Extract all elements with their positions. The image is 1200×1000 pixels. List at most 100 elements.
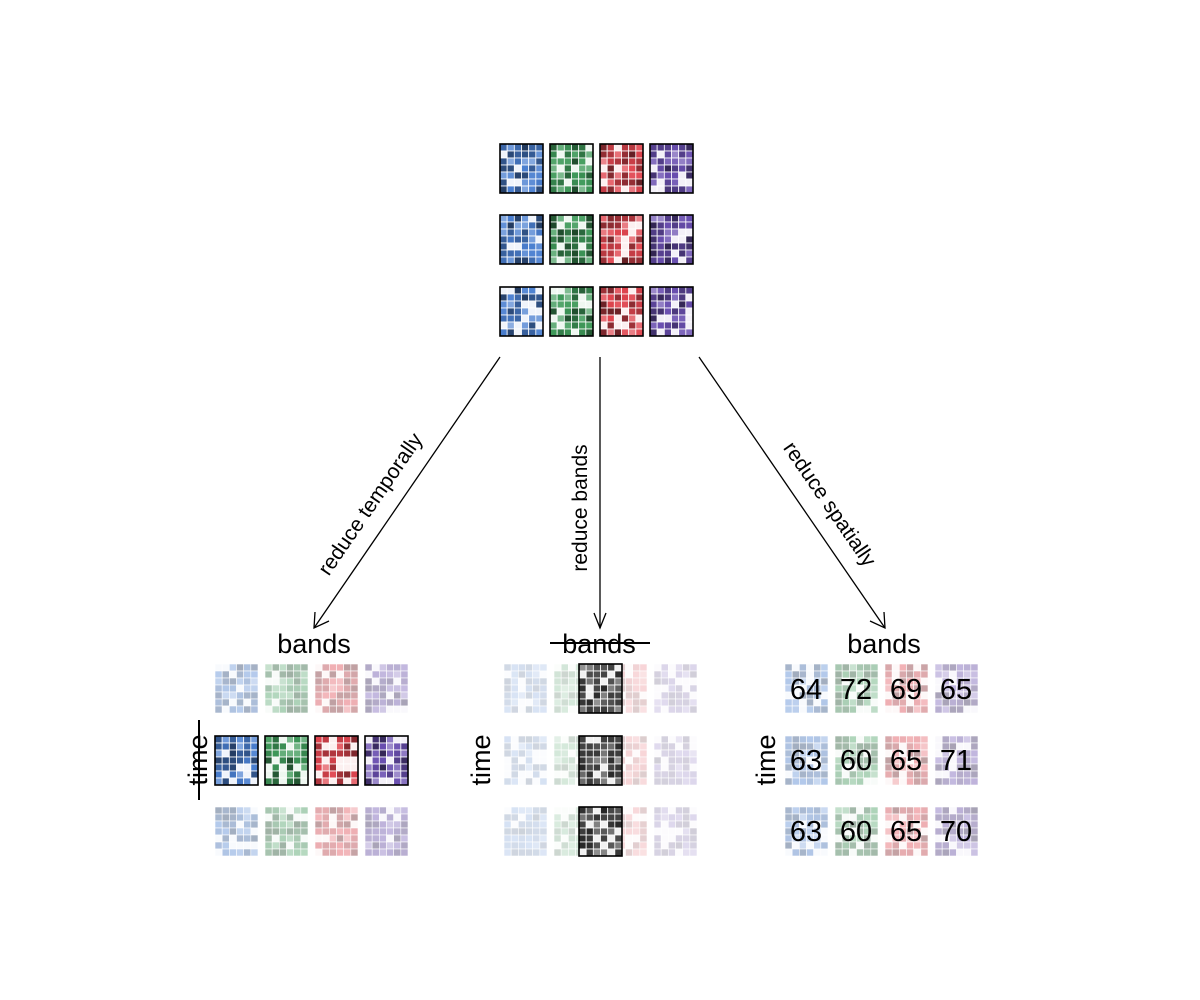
pixel [400,705,409,714]
pixel [791,770,800,779]
pixel [518,742,526,751]
pixel [321,813,330,822]
pixel [600,770,609,779]
pixel [863,813,872,822]
pixel [614,691,623,700]
pixel [863,777,872,786]
pixel [682,848,691,857]
pixel [503,705,512,714]
pixel [621,228,630,237]
pixel [592,691,601,700]
pixel [685,249,694,258]
pixel [689,735,698,744]
pixel [689,670,698,679]
pixel [300,834,309,843]
pixel [913,763,922,772]
pixel [863,691,872,700]
pixel [525,834,533,843]
pixel [532,691,541,700]
pixel [553,763,562,772]
pixel [568,834,576,843]
spatial-bands-label: bands [847,629,921,659]
pixel [600,749,609,758]
pixel [632,691,641,700]
pixel [506,249,515,258]
pixel [560,698,569,707]
pixel [336,834,344,843]
pixel [784,813,793,822]
pixel [400,777,409,786]
pixel [364,698,373,707]
pixel [321,756,330,765]
pixel [506,185,515,194]
pixel [379,684,387,693]
pixel [628,286,637,295]
pixel [400,763,409,772]
pixel [607,820,616,829]
pixel [675,705,683,714]
pixel [635,256,644,265]
pixel [970,806,979,815]
pixel [221,677,230,686]
pixel [535,150,544,159]
pixel [568,813,576,822]
pixel [314,698,323,707]
pixel [863,763,872,772]
pixel [625,677,633,686]
pixel [300,848,309,857]
pixel [600,684,609,693]
pixel [625,763,633,772]
pixel [791,698,800,707]
pixel [400,735,409,744]
pixel [228,763,237,772]
pixel [784,698,793,707]
pixel [271,820,280,829]
pixel [535,178,544,187]
pixel [913,777,922,786]
pixel [364,763,373,772]
pixel [941,691,950,700]
pixel [556,249,565,258]
pixel [293,763,302,772]
pixel [578,300,587,309]
pixel [791,841,800,850]
pixel [571,300,580,309]
pixel [841,691,850,700]
pixel [350,820,359,829]
pixel [264,705,273,714]
pixel [668,834,676,843]
pixel [329,848,337,857]
pixel [600,677,609,686]
pixel [891,742,900,751]
pixel [891,777,900,786]
pixel [521,242,530,251]
pixel [556,328,565,337]
pixel [279,848,287,857]
pixel [525,749,533,758]
pixel [863,756,872,765]
pixel [343,691,352,700]
pixel [592,705,601,714]
pixel [949,677,957,686]
pixel [243,763,252,772]
pixel [678,221,687,230]
pixel [556,242,565,251]
pixel [286,820,294,829]
pixel [653,834,662,843]
pixel [884,670,893,679]
pixel [400,841,409,850]
pixel [510,834,519,843]
pixel [671,314,680,323]
pixel [563,164,572,173]
pixel [841,735,850,744]
pixel [799,742,807,751]
pixel [393,663,402,672]
spatial-tile-t2-blue [784,735,829,786]
pixel [343,684,352,693]
pixel [556,171,565,180]
pixel [518,684,526,693]
pixel [518,763,526,772]
pixel [613,321,622,330]
pixel [956,670,964,679]
pixel [956,848,964,857]
